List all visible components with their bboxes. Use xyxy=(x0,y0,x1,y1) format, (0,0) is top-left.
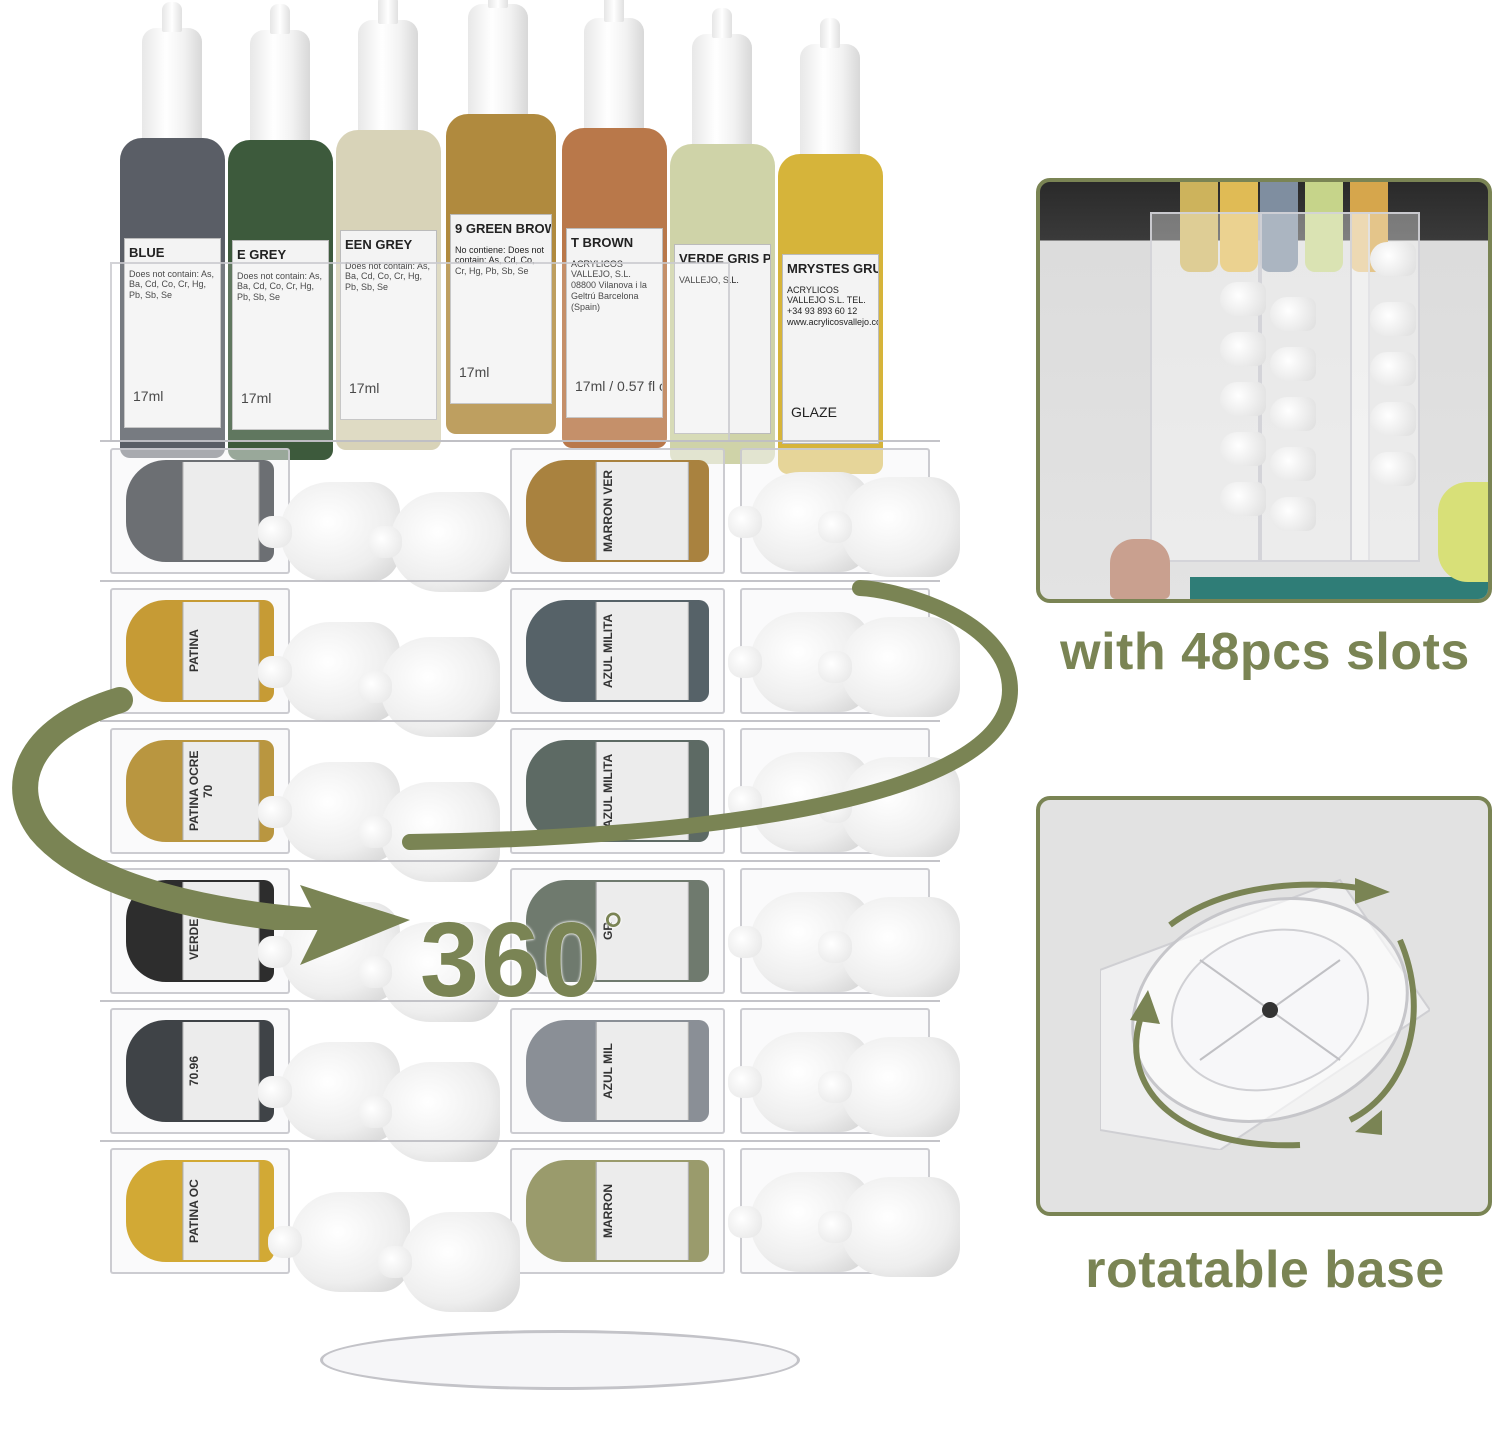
inset-photo-slots xyxy=(1036,178,1492,603)
bottle-slot: MARRON xyxy=(510,1148,725,1274)
bottle-cap xyxy=(818,1177,960,1277)
bottle-slot xyxy=(110,448,290,574)
mini-tower-image xyxy=(1120,182,1420,572)
caption-base: rotatable base xyxy=(1085,1241,1445,1299)
dropper-cap xyxy=(250,4,310,150)
bottle-cap xyxy=(368,492,510,592)
slot-row: PATINA OC MARRON xyxy=(100,1140,960,1312)
bottle-slot: GR xyxy=(510,868,725,994)
dropper-cap xyxy=(142,2,202,148)
volume: 17ml / 0.57 fl oz xyxy=(575,378,662,395)
slot-row: MARRON VER xyxy=(100,440,960,592)
bottle-label: E GREY Does not contain: As, Ba, Cd, Co,… xyxy=(232,240,329,430)
slot-grid: MARRON VER PATINA AZUL MILITA PATINA OCR… xyxy=(100,440,960,1312)
bottle-label: VERDE GRIS PA VALLEJO, S.L. xyxy=(674,244,771,434)
bottle-label: 9 GREEN BROWN No contiene: Does not cont… xyxy=(450,214,552,404)
acrylic-top-tray xyxy=(110,262,730,442)
bottle-label: BLUE Does not contain: As, Ba, Cd, Co, C… xyxy=(124,238,221,428)
bottle-cap xyxy=(358,1062,500,1162)
bottle-cap xyxy=(818,477,960,577)
label-text: No contiene: Does not contain: As, Cd, C… xyxy=(455,244,545,277)
bottle-slot: AZUL MIL xyxy=(510,1008,725,1134)
bottle-cap xyxy=(358,922,500,1022)
paint-name: EEN GREY xyxy=(345,237,413,252)
label-text: Does not contain: As, Ba, Cd, Co, Cr, Hg… xyxy=(129,268,215,301)
volume: 17ml xyxy=(349,380,380,397)
dropper-cap xyxy=(584,0,644,138)
bottle-slot: PATINA OC xyxy=(110,1148,290,1274)
dropper-cap xyxy=(692,8,752,154)
bottle-slot: 70.96 xyxy=(110,1008,290,1134)
slot-row: 70.96 AZUL MIL xyxy=(100,1000,960,1162)
paint-tower: BLUE Does not contain: As, Ba, Cd, Co, C… xyxy=(90,0,960,1436)
caption-slots: with 48pcs slots xyxy=(1060,623,1470,681)
label-text: ACRYLICOS VALLEJO S.L. TEL. +34 93 893 6… xyxy=(787,284,879,327)
bottle-slot: MARRON VER xyxy=(510,448,725,574)
dropper-cap xyxy=(358,0,418,140)
rotation-degree-badge: 360° xyxy=(420,901,626,1019)
cutting-mat xyxy=(1190,577,1488,599)
figurine xyxy=(1110,539,1170,599)
bottle-cap xyxy=(818,757,960,857)
slot-row: PATINA OCRE 70 AZUL MILITA xyxy=(100,720,960,882)
paint-name: T BROWN xyxy=(571,235,634,250)
top-bottle-row: BLUE Does not contain: As, Ba, Cd, Co, C… xyxy=(110,0,890,474)
turntable-image xyxy=(1100,878,1430,1150)
paint-name: MRYSTES GRUNDIGT xyxy=(787,261,878,276)
dropper-cap xyxy=(800,18,860,164)
arrow-head-icon xyxy=(300,885,410,965)
paint-type: GLAZE xyxy=(791,404,837,421)
bottle-slot: VERDE 70 xyxy=(110,868,290,994)
bottle-cap xyxy=(268,1192,410,1292)
bottle-label: MRYSTES GRUNDIGT ACRYLICOS VALLEJO S.L. … xyxy=(782,254,879,444)
bottle-cap xyxy=(818,617,960,717)
dropper-cap xyxy=(468,0,528,124)
green-object xyxy=(1438,482,1488,582)
bottle-cap xyxy=(818,1037,960,1137)
bottle-cap xyxy=(378,1212,520,1312)
paint-name: E GREY xyxy=(237,247,287,262)
slot-row: PATINA AZUL MILITA xyxy=(100,580,960,737)
label-text: Does not contain: As, Ba, Cd, Co, Cr, Hg… xyxy=(345,260,431,293)
bottle-slot: PATINA xyxy=(110,588,290,714)
inset-photo-base xyxy=(1036,796,1492,1216)
bottle-cap xyxy=(818,897,960,997)
volume: 17ml xyxy=(459,364,490,381)
label-text: Does not contain: As, Ba, Cd, Co, Cr, Hg… xyxy=(237,270,323,303)
volume: 17ml xyxy=(241,390,272,407)
bottle-label: EEN GREY Does not contain: As, Ba, Cd, C… xyxy=(340,230,437,420)
bottle-slot: AZUL MILITA xyxy=(510,728,725,854)
paint-name: BLUE xyxy=(129,245,165,260)
label-text: VALLEJO, S.L. xyxy=(679,274,739,285)
bottle-slot: AZUL MILITA xyxy=(510,588,725,714)
volume: 17ml xyxy=(133,388,164,405)
paint-name: 9 GREEN BROWN xyxy=(455,221,551,236)
bottle-slot: PATINA OCRE 70 xyxy=(110,728,290,854)
rotating-base xyxy=(320,1330,800,1390)
